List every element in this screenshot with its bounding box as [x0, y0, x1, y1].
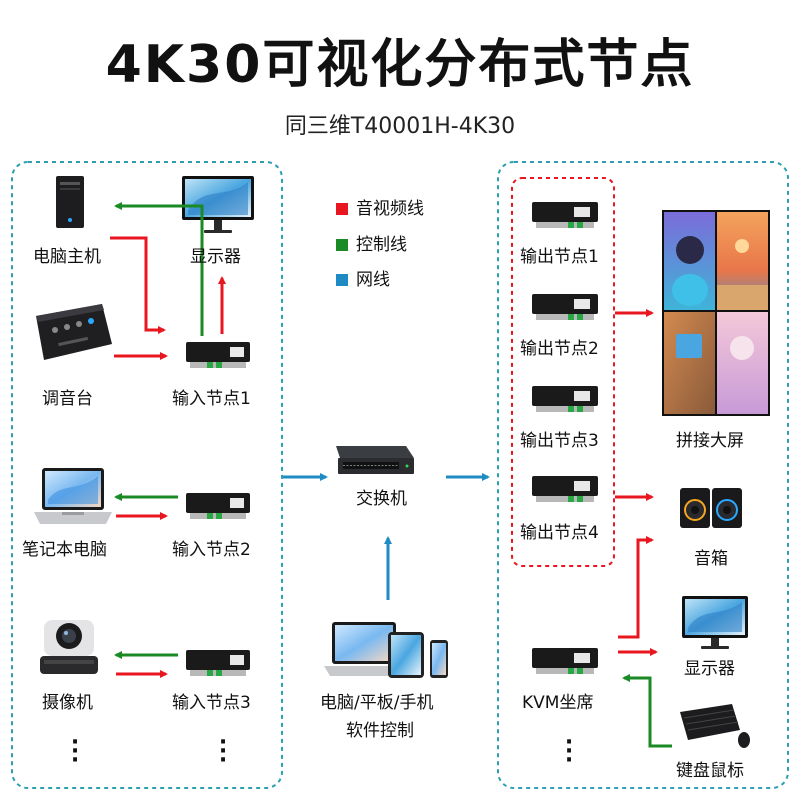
legend-swatch-network	[336, 274, 348, 286]
input-side-frame	[11, 161, 283, 789]
control-line-pc	[114, 202, 204, 336]
label-switch: 交换机	[356, 489, 407, 509]
legend-item-av: 音视频线	[336, 194, 424, 219]
pc-tablet-phone-icon	[324, 622, 448, 678]
label-output-node-2: 输出节点2	[520, 339, 599, 359]
network-switch-icon	[336, 446, 414, 474]
more-devices-ellipsis: ···	[70, 730, 80, 773]
more-kvm-ellipsis: ···	[564, 730, 574, 773]
ptz-camera-icon	[40, 620, 98, 674]
output-node-2-device-icon	[532, 294, 598, 320]
label-speaker: 音箱	[694, 549, 728, 569]
legend-item-network: 网线	[336, 265, 390, 290]
monitor-icon-output	[682, 596, 748, 649]
label-camera: 摄像机	[42, 693, 93, 713]
label-input-node-1: 输入节点1	[172, 389, 251, 409]
output-node-1-device-icon	[532, 202, 598, 228]
label-control-devices: 电脑/平板/手机	[320, 693, 434, 713]
input-node-1-device-icon	[186, 342, 250, 368]
label-output-monitor: 显示器	[684, 659, 735, 679]
legend-swatch-av	[336, 203, 348, 215]
label-keyboard-mouse: 键盘鼠标	[676, 761, 744, 781]
legend-swatch-control	[336, 239, 348, 251]
label-output-node-4: 输出节点4	[520, 523, 599, 543]
page-title: 4K30可视化分布式节点	[105, 35, 695, 95]
label-laptop: 笔记本电脑	[22, 540, 107, 560]
pc-tower-icon	[56, 176, 84, 228]
label-output-node-1: 输出节点1	[520, 247, 599, 267]
av-line-pc	[110, 236, 166, 334]
label-input-node-2: 输入节点2	[172, 540, 251, 560]
output-node-group-frame	[511, 177, 615, 567]
label-video-wall: 拼接大屏	[676, 431, 744, 451]
product-model: 同三维T40001H-4K30	[284, 114, 516, 139]
output-node-4-device-icon	[532, 476, 598, 502]
label-monitor: 显示器	[190, 247, 241, 267]
speaker-icon	[680, 488, 742, 528]
input-node-2-device-icon	[186, 493, 250, 519]
laptop-icon	[34, 468, 112, 524]
legend-item-control: 控制线	[336, 230, 407, 255]
label-mixer: 调音台	[42, 389, 93, 409]
output-side-frame	[497, 161, 789, 789]
label-pc-host: 电脑主机	[33, 247, 101, 267]
more-input-nodes-ellipsis: ···	[218, 730, 228, 773]
keyboard-mouse-icon	[680, 704, 750, 748]
label-output-node-3: 输出节点3	[520, 431, 599, 451]
kvm-node-device-icon	[532, 648, 598, 674]
input-node-3-device-icon	[186, 650, 250, 676]
av-line-kvm-speaker	[618, 536, 654, 639]
label-input-node-3: 输入节点3	[172, 693, 251, 713]
label-kvm: KVM坐席	[522, 693, 594, 713]
label-software-control: 软件控制	[346, 721, 414, 741]
video-wall-icon	[662, 210, 770, 416]
output-node-3-device-icon	[532, 386, 598, 412]
audio-mixer-icon	[36, 304, 112, 360]
control-line-keyboard	[622, 674, 672, 748]
